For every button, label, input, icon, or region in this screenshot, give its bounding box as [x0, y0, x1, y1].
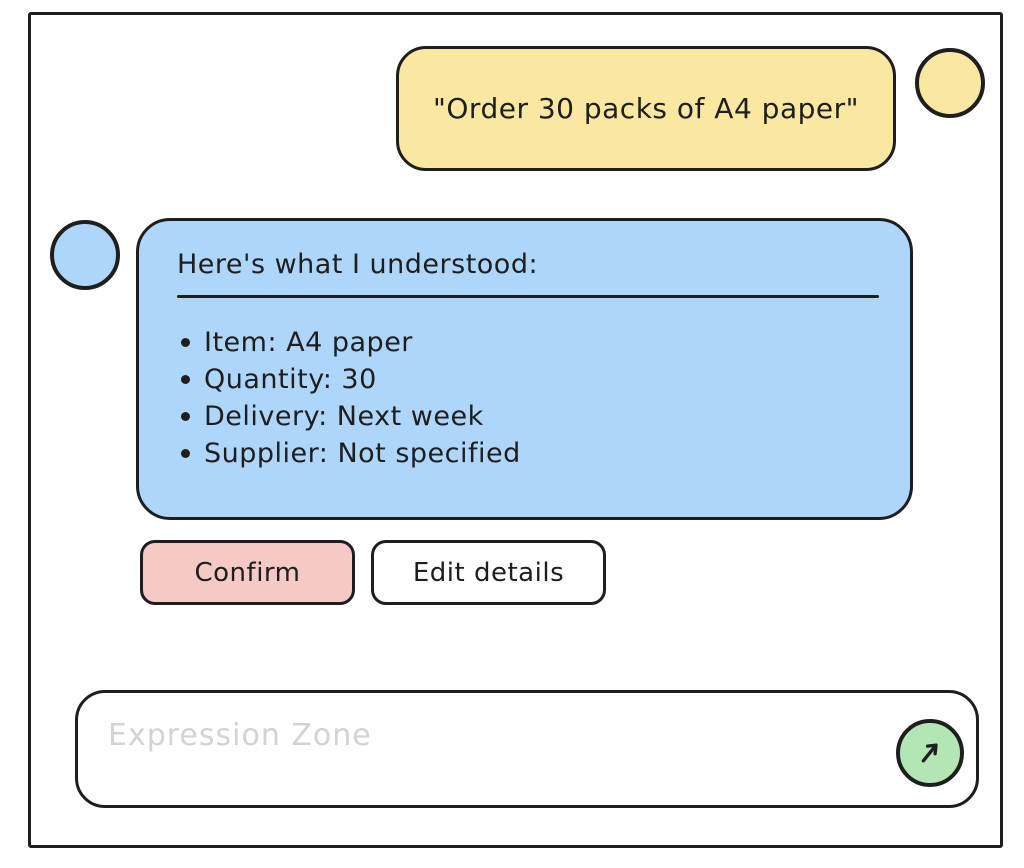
- user-avatar: [915, 48, 985, 118]
- user-message-text: "Order 30 packs of A4 paper": [433, 92, 859, 125]
- assistant-avatar: [50, 220, 120, 290]
- confirm-button[interactable]: Confirm: [140, 540, 355, 605]
- list-item-text: Delivery: Next week: [204, 401, 484, 432]
- assistant-heading: Here's what I understood:: [177, 249, 539, 280]
- bullet-dot: [181, 449, 190, 458]
- message-input[interactable]: [108, 711, 868, 759]
- bullet-dot: [181, 375, 190, 384]
- list-item-text: Supplier: Not specified: [204, 438, 521, 469]
- list-item: Item: A4 paper: [177, 324, 876, 361]
- user-message-bubble: "Order 30 packs of A4 paper": [396, 46, 896, 171]
- list-item-text: Quantity: 30: [204, 364, 377, 395]
- list-item: Quantity: 30: [177, 361, 876, 398]
- list-item: Delivery: Next week: [177, 398, 876, 435]
- send-button[interactable]: [896, 719, 964, 787]
- divider: [177, 295, 879, 298]
- arrow-up-right-icon: [921, 743, 938, 763]
- bullet-dot: [181, 338, 190, 347]
- bullet-dot: [181, 412, 190, 421]
- understood-list: Item: A4 paper Quantity: 30 Delivery: Ne…: [177, 324, 876, 472]
- edit-details-button[interactable]: Edit details: [371, 540, 606, 605]
- composer-bar: [75, 690, 979, 808]
- list-item: Supplier: Not specified: [177, 435, 876, 472]
- app-frame: "Order 30 packs of A4 paper" Here's what…: [28, 12, 1003, 848]
- list-item-text: Item: A4 paper: [204, 327, 413, 358]
- assistant-message-bubble: Here's what I understood: Item: A4 paper…: [136, 218, 913, 520]
